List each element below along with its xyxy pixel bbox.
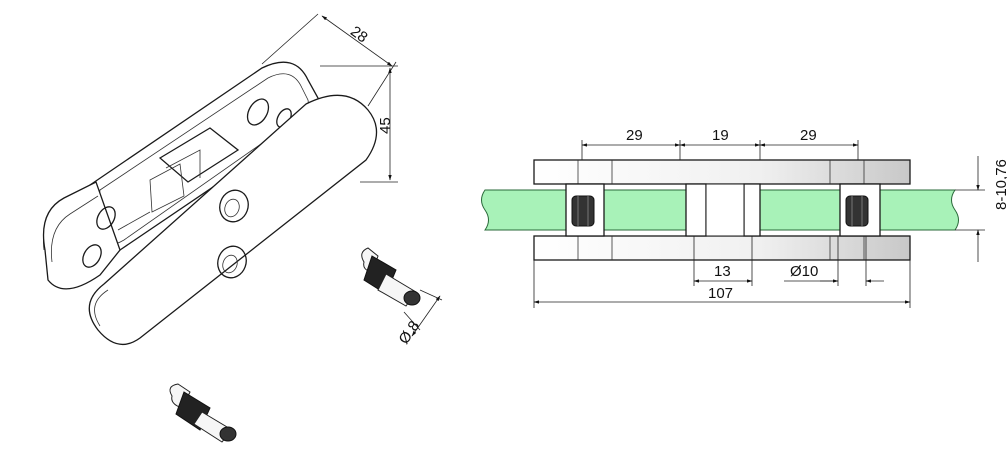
clamp-bottom-bar: [534, 236, 910, 260]
bridge-right: [744, 184, 760, 236]
glass-panel-right: [880, 190, 959, 230]
gasket-left: [572, 196, 594, 226]
dim-height-label: 45: [377, 117, 394, 134]
dim-left-spacing-label: 29: [626, 127, 643, 144]
dim-overall-length-label: 107: [708, 285, 733, 302]
section-view: 29 19 29 8-10,76 13 Ø10: [482, 127, 1007, 308]
bridge-left: [686, 184, 706, 236]
pin-upper: [362, 248, 420, 306]
dim-glass-thickness: 8-10,76: [955, 156, 1007, 262]
dim-pin-diameter-label: Ø 8: [395, 318, 423, 348]
dim-top-chain: 29 19 29: [582, 127, 858, 160]
pin-lower: [170, 384, 236, 442]
dim-glass-thickness-label: 8-10,76: [993, 159, 1007, 210]
glass-inner-right: [760, 190, 840, 230]
center-gap: [706, 184, 744, 236]
dim-center-gap-label: 13: [714, 263, 731, 280]
gasket-right: [846, 196, 868, 226]
glass-inner-left: [604, 190, 686, 230]
dim-depth-label: 28: [347, 23, 370, 47]
glass-panel-left: [482, 190, 567, 230]
dim-right-spacing-label: 29: [800, 127, 817, 144]
dim-hole-diameter-label: Ø10: [790, 263, 818, 280]
isometric-clamp-view: 28 45 Ø 8: [43, 14, 442, 442]
dim-center-spacing-label: 19: [712, 127, 729, 144]
clamp-top-bar: [534, 160, 910, 184]
